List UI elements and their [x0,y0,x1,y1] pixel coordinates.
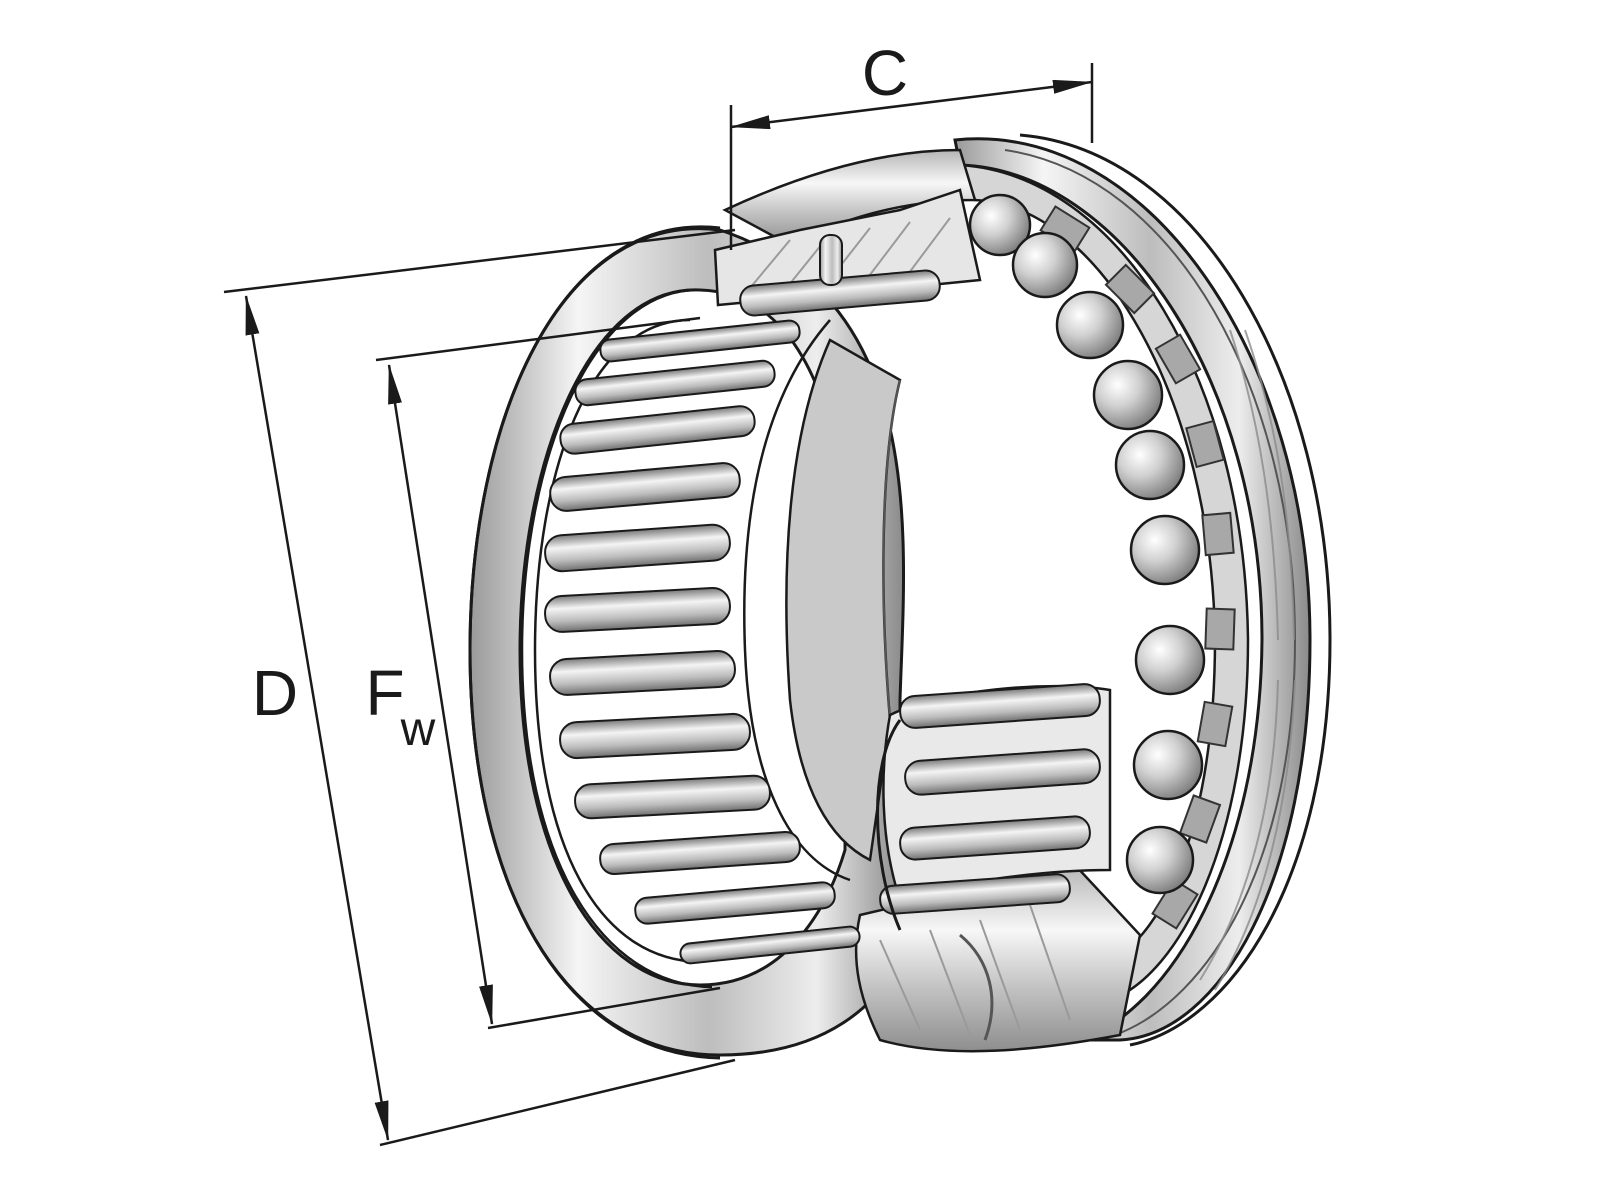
needle-roller [544,587,731,633]
needle-roller [879,873,1071,915]
dimension-fw-line [387,364,494,1025]
thrust-ball-cage [958,163,1250,1002]
needle-roller [559,712,751,760]
dimension-fw-label-main: F [365,657,404,729]
ball [1125,825,1195,895]
ball [1129,514,1201,586]
dimension-lines [223,63,1094,1147]
dimension-fw-extension-bottom [487,986,721,1030]
needle-roller-cage [533,234,1112,965]
dimension-d-line [244,295,390,1141]
needle-roller [559,405,756,455]
needle-roller [599,319,801,363]
needle-roller [899,683,1101,729]
ball [1011,231,1079,299]
needle-roller [544,523,731,573]
needle-roller [574,774,771,820]
thrust-washer [953,133,1332,1047]
needle-roller [904,748,1101,796]
dimension-d-extension-bottom [379,1058,736,1147]
dimension-c-line [730,79,1093,130]
needle-roller [574,359,776,407]
needle-roller [549,462,741,512]
dimension-d-label: D [252,657,298,729]
ball [1132,729,1204,801]
dimension-fw-extension-top [375,316,701,362]
needle-roller [899,815,1091,861]
ball [1114,429,1186,501]
ball-set [968,193,1206,895]
needle-roller [549,650,736,696]
dimension-fw-label-sub: w [400,703,436,756]
ball [1134,624,1206,696]
dimension-d-extension-top [223,228,736,294]
ball [1055,290,1125,360]
dimension-c-label: C [862,37,908,109]
ball [1092,359,1164,431]
ball [968,193,1032,257]
needle-roller [599,831,801,875]
needle-roller [634,881,836,925]
needle-roller [679,925,861,965]
